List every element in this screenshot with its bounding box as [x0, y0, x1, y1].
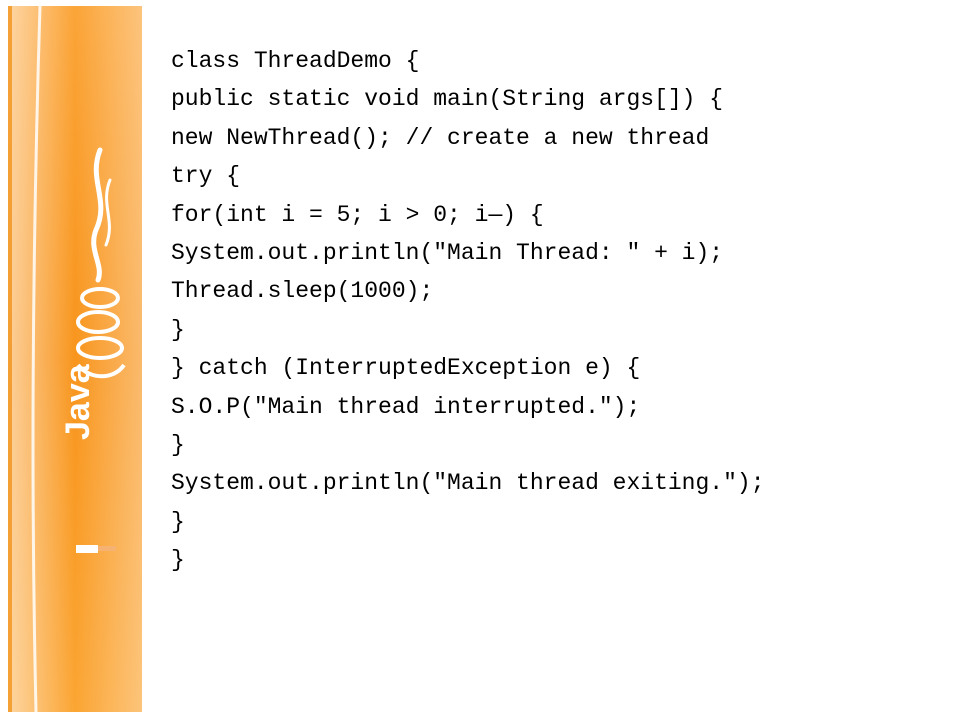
code-line: System.out.println("Main thread exiting.…	[171, 470, 765, 497]
orange-side-banner: Java	[0, 0, 146, 720]
code-line: System.out.println("Main Thread: " + i);	[171, 239, 724, 266]
code-line: }	[171, 547, 185, 574]
code-line: } catch (InterruptedException e) {	[171, 355, 641, 382]
code-line: }	[171, 431, 185, 458]
java-wordmark: Java	[59, 364, 97, 440]
code-line: for(int i = 5; i > 0; i—) {	[171, 201, 544, 228]
banner-background	[0, 0, 142, 720]
code-line: public static void main(String args[]) {	[171, 86, 724, 113]
code-line: S.O.P("Main thread interrupted.");	[171, 393, 641, 420]
code-line: new NewThread(); // create a new thread	[171, 124, 710, 151]
code-line: try {	[171, 163, 241, 190]
code-line: }	[171, 316, 185, 343]
java-coffee-cup-icon	[76, 147, 126, 553]
code-line: }	[171, 508, 185, 535]
code-line: Thread.sleep(1000);	[171, 278, 434, 305]
code-block: class ThreadDemo { public static void ma…	[171, 42, 931, 579]
code-line: class ThreadDemo {	[171, 48, 420, 74]
